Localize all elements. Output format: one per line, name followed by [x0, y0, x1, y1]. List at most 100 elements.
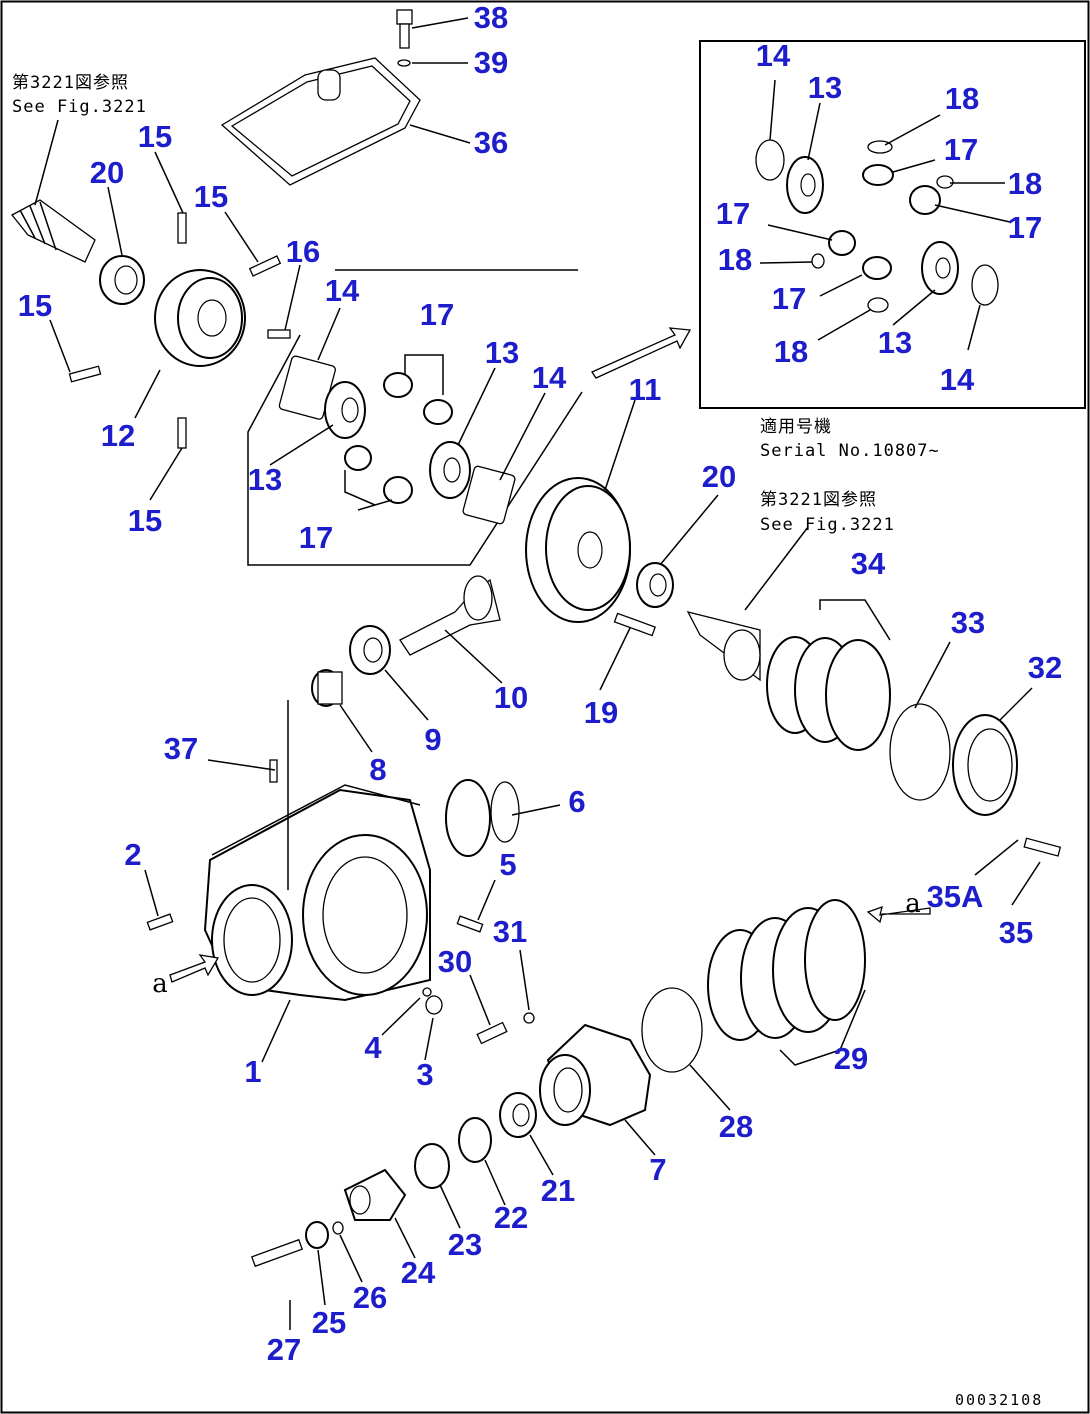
callout-13-a: 13	[248, 462, 282, 497]
bearing-9	[349, 625, 391, 675]
washer-14-inset-top	[755, 139, 785, 181]
gear-13-inset-bottom	[921, 241, 959, 295]
callout-6: 6	[568, 784, 585, 819]
callout-17-e: 17	[1008, 210, 1042, 245]
callout-13-d: 13	[878, 325, 912, 360]
callout-23: 23	[448, 1227, 482, 1262]
callout-32: 32	[1028, 650, 1062, 685]
callout-11: 11	[629, 372, 662, 407]
callout-14-d: 14	[940, 362, 975, 397]
callout-22: 22	[494, 1200, 528, 1235]
view-arrow-left	[169, 954, 220, 983]
callout-31: 31	[493, 914, 527, 949]
callout-15-c: 15	[18, 288, 52, 323]
washer-25	[305, 1221, 329, 1249]
pinion-17-inset-c	[828, 230, 856, 256]
inset-box	[699, 40, 1086, 409]
view-arrow-right	[866, 905, 931, 924]
washer-18-d	[867, 297, 889, 313]
callout-25: 25	[312, 1305, 346, 1340]
callout-35a: 35A	[927, 879, 984, 914]
callout-33: 33	[951, 605, 985, 640]
bolt-35	[1023, 837, 1062, 857]
coupling-24	[343, 1168, 407, 1221]
bolt-30	[476, 1021, 508, 1045]
leader-lines	[34, 17, 1041, 1330]
callout-17-c: 17	[944, 132, 978, 167]
liner-6	[445, 779, 520, 857]
callout-15-a: 15	[138, 119, 172, 154]
callout-24: 24	[401, 1255, 436, 1290]
gear-13-inset-top	[786, 156, 824, 214]
note-serial-en: Serial No.10807~	[760, 441, 940, 461]
callout-18-d: 18	[774, 334, 808, 369]
bearing-20-right	[636, 562, 674, 608]
pinion-17-d	[383, 476, 413, 504]
callout-18-c: 18	[718, 242, 752, 277]
callout-39: 39	[474, 45, 508, 80]
pin-15-left	[68, 365, 102, 383]
callout-18-b: 18	[1008, 166, 1042, 201]
bolt-38	[396, 9, 413, 49]
callout-10: 10	[494, 680, 528, 715]
view-mark-left: a	[152, 969, 168, 999]
washer-18-c	[811, 253, 825, 269]
washer-14-b	[462, 465, 516, 525]
callout-17-d: 17	[716, 196, 750, 231]
plates-29	[707, 899, 866, 1041]
ring-33	[889, 703, 951, 801]
seal-22	[458, 1117, 492, 1163]
washer-14-inset-bottom	[971, 264, 999, 306]
callout-34: 34	[851, 546, 886, 581]
case-1	[203, 784, 431, 1002]
seal-23	[414, 1143, 450, 1189]
plug-3	[425, 995, 443, 1015]
pin-16	[267, 329, 291, 339]
inset-arrow	[591, 327, 692, 379]
bearing-8	[311, 669, 343, 707]
pinion-17-inset-b	[909, 185, 941, 215]
bolt-2	[146, 913, 174, 931]
document-id: 00032108	[955, 1391, 1043, 1409]
pinion-17-inset-a	[862, 164, 894, 186]
callout-12: 12	[101, 418, 135, 453]
bolt-19	[613, 612, 656, 637]
pinion-17-a	[383, 372, 413, 398]
callout-15-b: 15	[194, 179, 228, 214]
callout-14-b: 14	[532, 360, 567, 395]
callout-13-b: 13	[485, 335, 519, 370]
plates-34	[766, 636, 891, 751]
callout-27: 27	[267, 1332, 301, 1367]
callout-21: 21	[541, 1173, 575, 1208]
callout-3: 3	[416, 1057, 433, 1092]
callout-17-a: 17	[420, 297, 454, 332]
callout-8: 8	[369, 752, 386, 787]
bolt-27	[250, 1238, 304, 1268]
callouts: 1 2 3 4 5 6 7 8 9 10 11 12 13 13 13 13 1…	[18, 0, 1062, 1367]
pinion-17-c	[344, 445, 372, 471]
callout-13-c: 13	[808, 70, 842, 105]
pin-15-right	[248, 255, 282, 277]
note-top-left-jp: 第3221図参照	[12, 73, 129, 93]
callout-37: 37	[164, 731, 198, 766]
callout-16: 16	[286, 234, 320, 269]
callout-19: 19	[584, 695, 618, 730]
callout-1: 1	[244, 1054, 261, 1089]
callout-28: 28	[719, 1109, 753, 1144]
seal-26	[332, 1221, 344, 1235]
callout-35: 35	[999, 915, 1033, 950]
callout-20-a: 20	[90, 155, 124, 190]
pin-37	[269, 759, 278, 783]
pin-5	[456, 915, 484, 933]
washer-31	[523, 1012, 535, 1024]
shaft-left	[11, 199, 96, 263]
callout-9: 9	[424, 722, 441, 757]
pinion-17-b	[423, 399, 453, 425]
callout-2: 2	[124, 837, 141, 872]
callout-38: 38	[474, 0, 508, 35]
callout-15-d: 15	[128, 503, 162, 538]
note-top-left-en: See Fig.3221	[12, 97, 147, 117]
callout-20-b: 20	[702, 459, 736, 494]
